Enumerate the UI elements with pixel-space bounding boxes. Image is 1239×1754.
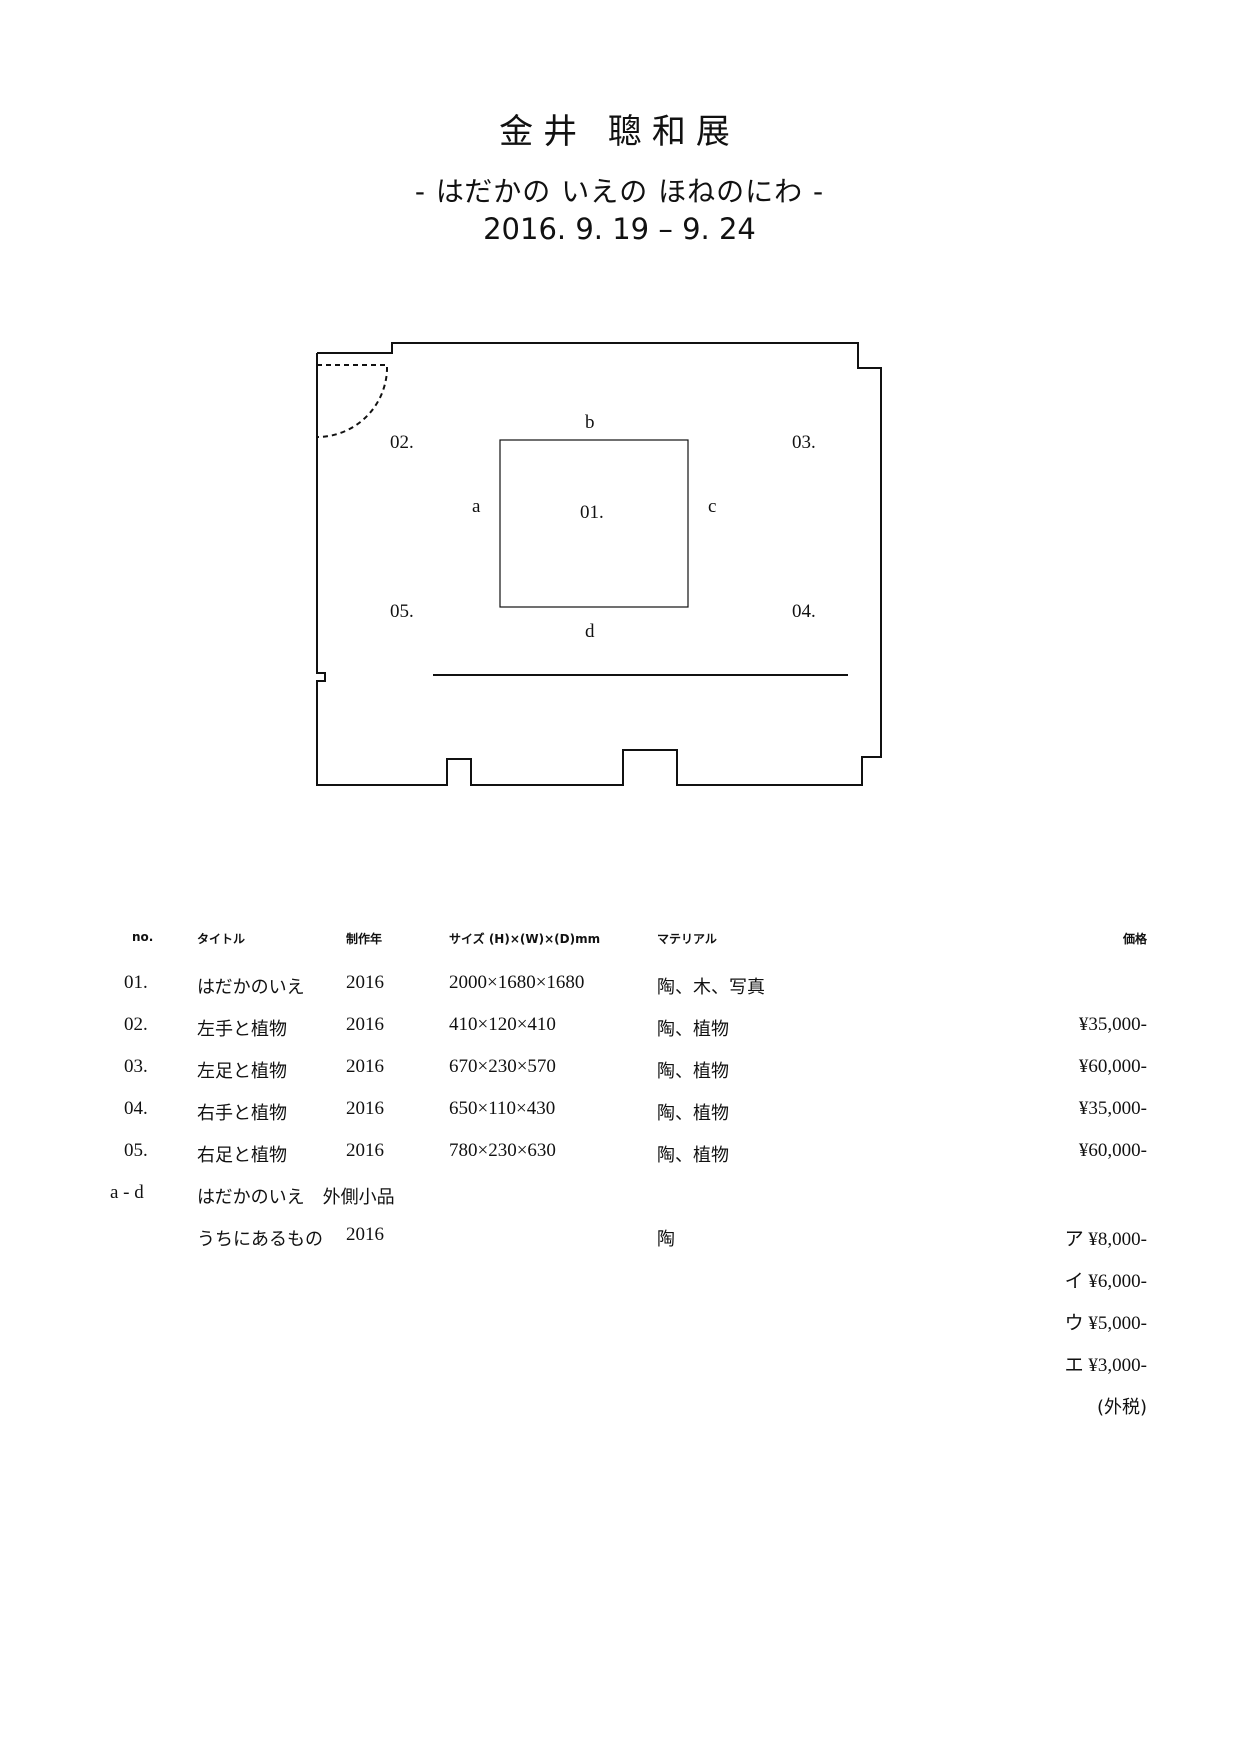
table-row-no: 04.: [124, 1098, 148, 1119]
table-row-material: 陶、植物: [657, 1145, 729, 1166]
label-work-02: 02.: [390, 432, 414, 453]
table-row-no: 03.: [124, 1056, 148, 1077]
table-row-year: 2016: [346, 1098, 384, 1119]
label-side-d: d: [585, 621, 595, 642]
table-row-size: 670×230×570: [449, 1056, 556, 1077]
table-row-material: 陶: [657, 1229, 675, 1250]
header-size: サイズ (H)×(W)×(D)mm: [449, 932, 601, 946]
exhibition-subtitle: - はだかの いえの ほねのにわ -: [414, 175, 825, 208]
label-side-b: b: [585, 412, 595, 433]
exhibition-dates: 2016. 9. 19 – 9. 24: [483, 212, 756, 246]
header-title: タイトル: [197, 932, 246, 946]
label-work-03: 03.: [792, 432, 816, 453]
table-row-size: 650×110×430: [449, 1098, 556, 1119]
table-row-year: 2016: [346, 1056, 384, 1077]
exhibition-title: 金井 聰和展: [499, 112, 740, 152]
table-row-size: 780×230×630: [449, 1140, 556, 1161]
label-work-04: 04.: [792, 601, 816, 622]
header-price: 価格: [1122, 932, 1147, 946]
table-row-price: ¥35,000-: [1078, 1014, 1147, 1035]
table-row-title: 右足と植物: [197, 1145, 287, 1166]
table-row-no: 02.: [124, 1014, 148, 1035]
label-work-05: 05.: [390, 601, 414, 622]
floor-plan-walls: [316, 342, 882, 786]
table-row-price: ¥60,000-: [1078, 1056, 1147, 1077]
price-option: イ ¥6,000-: [1064, 1271, 1147, 1292]
table-row-material: 陶、植物: [657, 1061, 729, 1082]
table-row-year: 2016: [346, 1140, 384, 1161]
header-material: マテリアル: [657, 932, 717, 946]
table-row-title: はだかのいえ 外側小品: [197, 1187, 395, 1208]
table-row-title: はだかのいえ: [197, 977, 305, 998]
price-option: ウ ¥5,000-: [1064, 1313, 1147, 1334]
header-no: no.: [132, 930, 154, 944]
table-row-year: 2016: [346, 1224, 384, 1245]
table-row-material: 陶、植物: [657, 1019, 729, 1040]
table-row-size: 2000×1680×1680: [449, 972, 585, 993]
table-row-price: ア ¥8,000-: [1064, 1229, 1147, 1250]
header-year: 制作年: [346, 932, 383, 946]
table-row-title: 右手と植物: [197, 1103, 287, 1124]
table-row-year: 2016: [346, 1014, 384, 1035]
table-row-material: 陶、植物: [657, 1103, 729, 1124]
table-row-title: 左手と植物: [197, 1019, 287, 1040]
table-row-material: 陶、木、写真: [657, 977, 765, 998]
label-side-a: a: [472, 496, 481, 517]
price-option: エ ¥3,000-: [1064, 1355, 1147, 1376]
floor-plan: 02. 03. 05. 04. 01. a b c d: [316, 342, 882, 786]
table-row-no: 01.: [124, 972, 148, 993]
table-row-year: 2016: [346, 972, 384, 993]
label-work-01: 01.: [580, 502, 604, 523]
tax-note: (外税): [1096, 1397, 1147, 1418]
table-row-price: ¥35,000-: [1078, 1098, 1147, 1119]
label-side-c: c: [708, 496, 716, 517]
table-row-no: 05.: [124, 1140, 148, 1161]
table-row-price: ¥60,000-: [1078, 1140, 1147, 1161]
door-swing: [316, 364, 388, 439]
central-house-outline: [499, 439, 689, 608]
table-row-no: a - d: [110, 1182, 144, 1203]
table-row-title: 左足と植物: [197, 1061, 287, 1082]
table-row-title: うちにあるもの: [197, 1229, 323, 1250]
table-row-size: 410×120×410: [449, 1014, 556, 1035]
